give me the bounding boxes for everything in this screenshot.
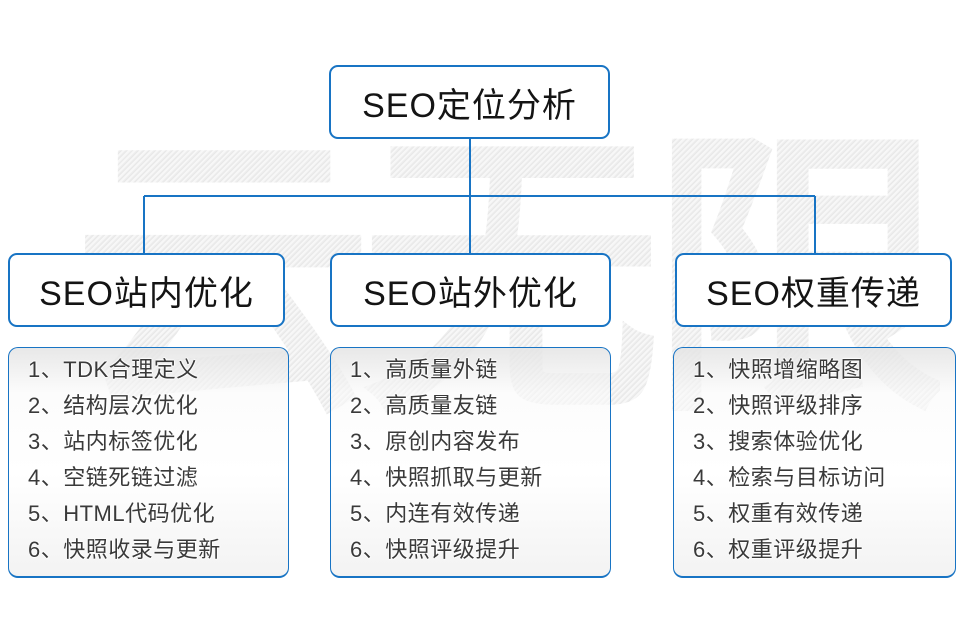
branch-offsite-list: 1、高质量外链 2、高质量友链 3、原创内容发布 4、快照抓取与更新 5、内连有效传递 6… bbox=[330, 347, 611, 578]
branch-offsite-header: SEO站外优化 bbox=[330, 253, 611, 327]
root-node: SEO定位分析 bbox=[329, 65, 610, 139]
list-item: 3、站内标签优化 bbox=[28, 429, 199, 454]
list-item: 3、原创内容发布 bbox=[350, 429, 521, 454]
list-item: 1、快照增缩略图 bbox=[693, 357, 864, 382]
list-item: 5、权重有效传递 bbox=[693, 501, 864, 526]
branch-weight-title: SEO权重传递 bbox=[706, 274, 921, 313]
list-item: 3、搜索体验优化 bbox=[693, 429, 864, 454]
branch-onsite-header: SEO站内优化 bbox=[8, 253, 285, 327]
list-item: 5、HTML代码优化 bbox=[28, 501, 216, 526]
branch-onsite-list: 1、TDK合理定义 2、结构层次优化 3、站内标签优化 4、空链死链过滤 5、HTML代… bbox=[8, 347, 289, 578]
list-item: 6、权重评级提升 bbox=[693, 537, 864, 562]
list-item: 4、快照抓取与更新 bbox=[350, 465, 543, 490]
list-item: 4、空链死链过滤 bbox=[28, 465, 199, 490]
list-item: 2、高质量友链 bbox=[350, 393, 498, 418]
list-item: 6、快照评级提升 bbox=[350, 537, 521, 562]
branch-onsite-title: SEO站内优化 bbox=[39, 274, 254, 313]
branch-weight-header: SEO权重传递 bbox=[675, 253, 952, 327]
list-item: 2、结构层次优化 bbox=[28, 393, 199, 418]
list-item: 1、高质量外链 bbox=[350, 357, 498, 382]
list-item: 1、TDK合理定义 bbox=[28, 357, 199, 382]
list-item: 6、快照收录与更新 bbox=[28, 537, 221, 562]
list-item: 5、内连有效传递 bbox=[350, 501, 521, 526]
branch-offsite-title: SEO站外优化 bbox=[363, 274, 578, 313]
root-node-label: SEO定位分析 bbox=[362, 86, 577, 125]
list-item: 4、检索与目标访问 bbox=[693, 465, 886, 490]
branch-weight-list: 1、快照增缩略图 2、快照评级排序 3、搜索体验优化 4、检索与目标访问 5、权重有效传… bbox=[673, 347, 956, 578]
list-item: 2、快照评级排序 bbox=[693, 393, 864, 418]
